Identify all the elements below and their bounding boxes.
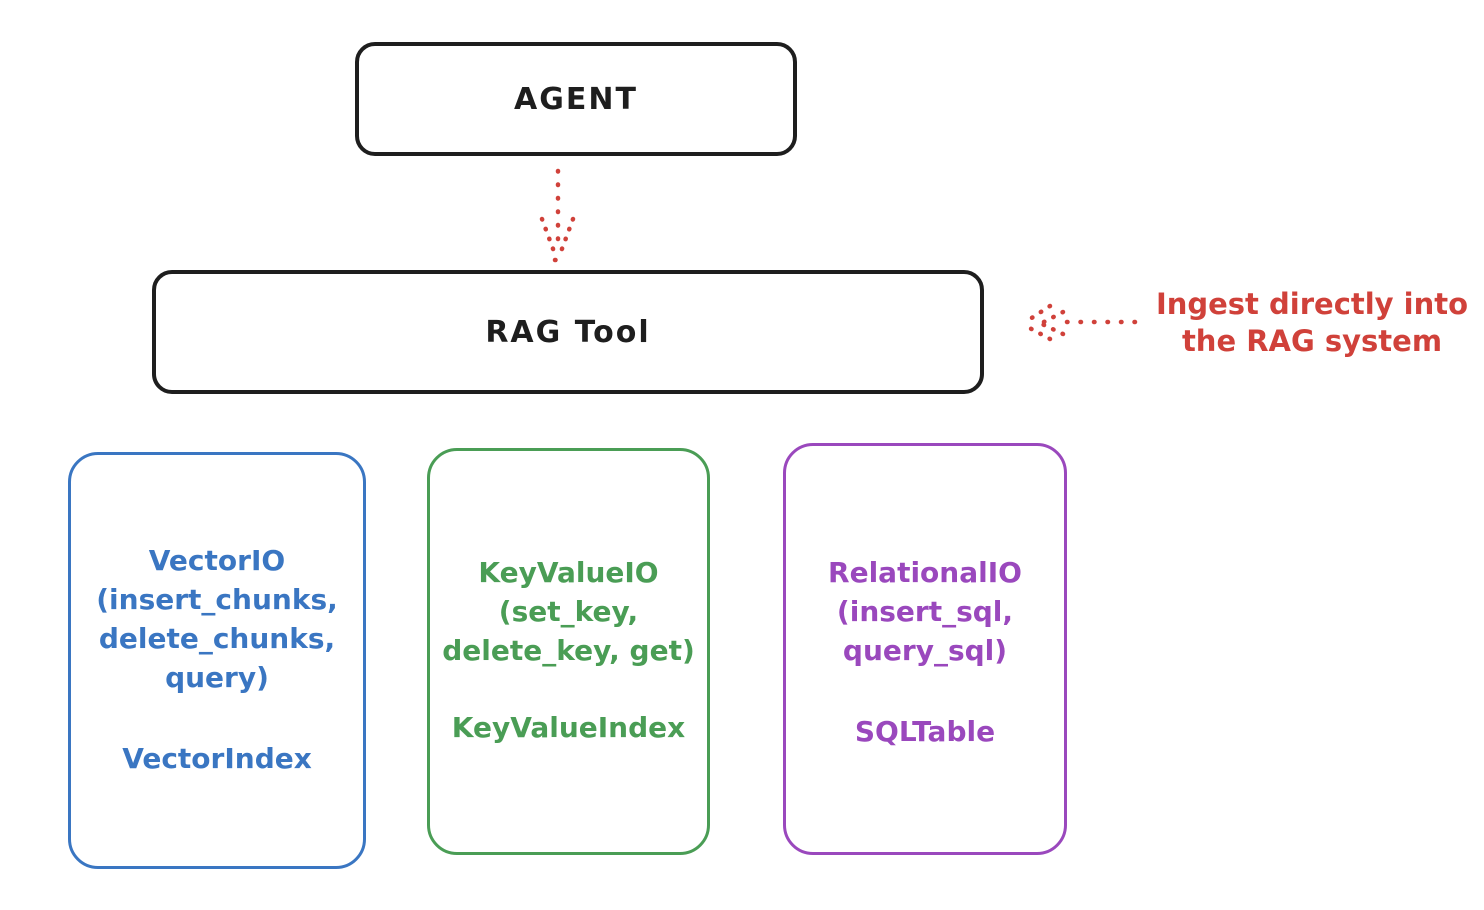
- relational-io-line: query_sql): [842, 634, 1008, 667]
- keyvalue-io-signature: KeyValueIO (set_key, delete_key, get): [442, 553, 695, 670]
- keyvalue-io-line: (set_key,: [498, 595, 639, 628]
- agent-to-rag-arrow: [539, 168, 576, 263]
- vector-index-label: VectorIndex: [122, 742, 312, 775]
- keyvalue-io-line: KeyValueIO: [478, 556, 659, 589]
- relational-io-signature: RelationalIO (insert_sql, query_sql): [828, 553, 1022, 670]
- vector-io-signature: VectorIO (insert_chunks, delete_chunks, …: [96, 541, 338, 697]
- relational-io-line: (insert_sql,: [836, 595, 1014, 628]
- vector-io-node: VectorIO (insert_chunks, delete_chunks, …: [68, 452, 366, 869]
- keyvalue-io-node: KeyValueIO (set_key, delete_key, get) Ke…: [427, 448, 710, 855]
- rag-tool-node: RAG Tool: [152, 270, 984, 394]
- sql-table-label: SQLTable: [854, 715, 996, 748]
- keyvalue-io-line: delete_key, get): [442, 634, 695, 667]
- keyvalue-index-label: KeyValueIndex: [451, 711, 686, 744]
- vector-io-line: query): [165, 661, 269, 694]
- ingest-annotation-line2: the RAG system: [1181, 324, 1443, 358]
- agent-label: AGENT: [514, 81, 638, 117]
- vector-io-line: (insert_chunks,: [96, 583, 338, 616]
- ingest-to-rag-arrow: [1021, 303, 1138, 342]
- relational-io-node: RelationalIO (insert_sql, query_sql) SQL…: [783, 443, 1067, 855]
- vector-io-line: VectorIO: [148, 544, 286, 577]
- agent-node: AGENT: [355, 42, 797, 156]
- rag-tool-label: RAG Tool: [485, 314, 651, 350]
- relational-io-line: RelationalIO: [828, 556, 1022, 589]
- ingest-annotation: Ingest directly into the RAG system: [1138, 286, 1484, 360]
- ingest-annotation-line1: Ingest directly into: [1155, 287, 1469, 321]
- vector-io-line: delete_chunks,: [98, 622, 336, 655]
